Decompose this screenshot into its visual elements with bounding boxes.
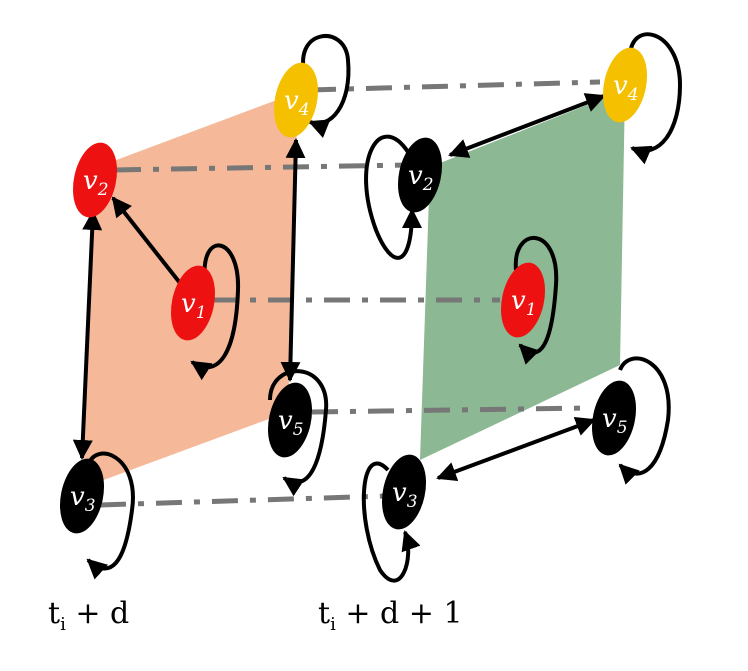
self-loop-v4-right xyxy=(627,32,683,165)
node-label-sub: 3 xyxy=(407,492,418,512)
node-label: v5 xyxy=(278,406,304,440)
node-label-base: v xyxy=(83,166,98,196)
node-label-sub: 2 xyxy=(422,175,434,195)
node-label-sub: 1 xyxy=(526,300,537,320)
node-label: v1 xyxy=(511,286,537,320)
node-circle xyxy=(59,458,105,534)
self-loop-v4-left xyxy=(301,34,351,138)
time-label-left-sub: i xyxy=(60,614,66,635)
node-v4-right: v4 xyxy=(602,47,648,123)
temporal-link-v5 xyxy=(311,405,591,415)
node-label-base: v xyxy=(613,71,628,101)
node-label-sub: 3 xyxy=(85,496,96,516)
temporal-link-v4 xyxy=(309,79,601,93)
node-label: v5 xyxy=(602,404,628,438)
node-v2-right: v2 xyxy=(397,137,443,213)
node-label-sub: 2 xyxy=(97,180,109,200)
temporal-link-v3 xyxy=(99,493,387,508)
node-label: v3 xyxy=(392,478,418,512)
time-label-left-rest: + d xyxy=(65,596,130,631)
node-v3-right: v3 xyxy=(381,454,427,530)
node-label-sub: 5 xyxy=(617,418,628,438)
node-circle xyxy=(397,137,443,213)
edge-v4-v5 xyxy=(280,138,306,382)
node-label-base: v xyxy=(284,86,299,116)
self-loop-v1-right xyxy=(513,235,559,365)
node-v3-left: v3 xyxy=(59,458,105,534)
node-label-sub: 4 xyxy=(298,100,310,120)
node-v1-right: v1 xyxy=(500,262,546,338)
self-loop-v5-left xyxy=(268,369,329,497)
time-label-right-main: t xyxy=(318,596,331,631)
node-circle xyxy=(170,265,216,341)
node-circle xyxy=(72,142,118,218)
node-v5-left: v5 xyxy=(267,382,313,458)
node-label: v2 xyxy=(83,166,109,200)
time-label-left: ti + d xyxy=(48,596,129,635)
node-v2-left: v2 xyxy=(72,142,118,218)
node-circle xyxy=(273,62,319,138)
self-loop-v2-right xyxy=(364,134,422,260)
node-label-sub: 1 xyxy=(196,303,207,323)
node-circle xyxy=(381,454,427,530)
time-label-right: ti + d + 1 xyxy=(318,596,463,635)
node-label: v1 xyxy=(181,289,207,323)
edge-v1-v2 xyxy=(111,196,182,285)
time-label-right-rest: + d + 1 xyxy=(335,596,463,631)
node-circle xyxy=(602,47,648,123)
node-label-base: v xyxy=(408,161,423,191)
node-label: v3 xyxy=(70,482,96,516)
node-label: v2 xyxy=(408,161,434,195)
edge-v3-v5-right xyxy=(436,416,596,482)
node-label-base: v xyxy=(511,286,526,316)
node-label-base: v xyxy=(70,482,85,512)
node-label-base: v xyxy=(278,406,293,436)
self-loop-v5-right xyxy=(618,356,671,485)
time-label-right-sub: i xyxy=(330,614,336,635)
temporal-link-v2 xyxy=(114,162,409,173)
time-label-left-main: t xyxy=(48,596,61,631)
node-circle xyxy=(500,262,546,338)
node-label: v4 xyxy=(284,86,310,120)
temporal-links xyxy=(99,79,601,508)
node-label-sub: 5 xyxy=(293,420,304,440)
edge-v2-v3 xyxy=(72,210,103,460)
node-v4-left: v4 xyxy=(273,62,319,138)
node-v1-left: v1 xyxy=(170,265,216,341)
self-loop-v3-right xyxy=(361,461,421,583)
node-label-base: v xyxy=(181,289,196,319)
node-circle xyxy=(591,380,637,456)
node-v5-right: v5 xyxy=(591,380,637,456)
node-circle xyxy=(267,382,313,458)
node-label-sub: 4 xyxy=(627,85,639,105)
node-label: v4 xyxy=(613,71,639,105)
node-label-base: v xyxy=(602,404,617,434)
self-loop-v3-left xyxy=(86,451,135,580)
edge-v2-v4-right xyxy=(448,93,606,158)
node-label-base: v xyxy=(392,478,407,508)
self-loop-v1-left xyxy=(190,243,241,381)
